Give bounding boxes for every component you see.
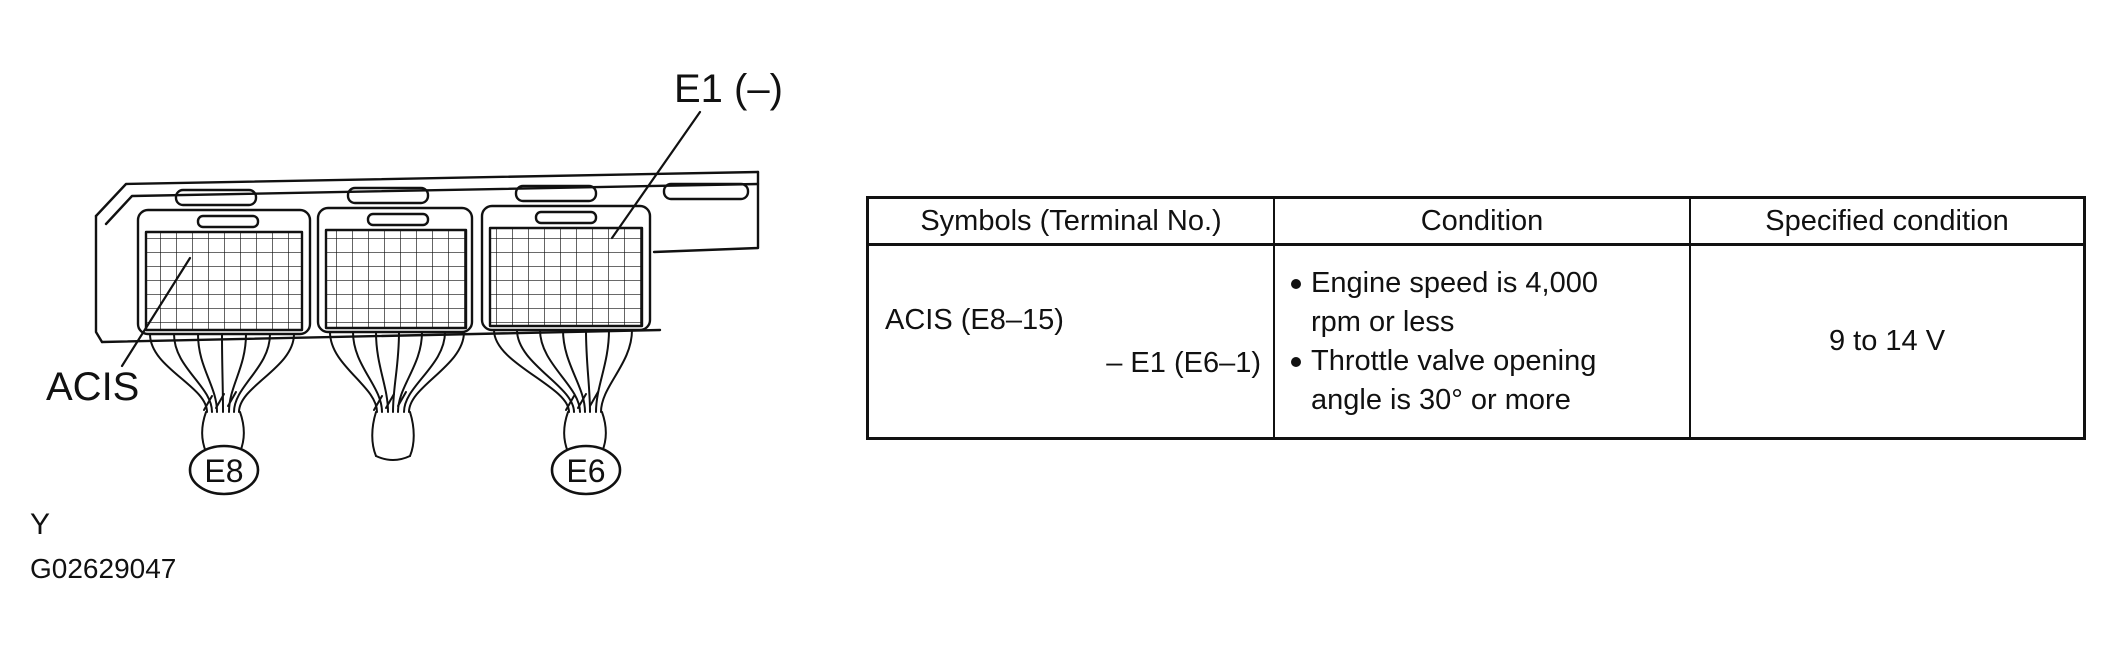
acis-label: ACIS (46, 365, 139, 409)
wire-bundle-e8 (149, 333, 295, 453)
condition-text: Throttle valve opening angle is 30° or m… (1311, 342, 1596, 420)
ecu-case (94, 170, 760, 344)
wire-bundle-e6 (493, 329, 633, 453)
condition-line: Throttle valve opening (1311, 344, 1597, 377)
connector-pin-grid-e6 (488, 226, 644, 328)
ecu-connector-figure: E1 (–) ACIS E8 E6 Y G02629047 (30, 67, 783, 584)
e1-leader-line (610, 110, 702, 240)
wire-bundle-middle (329, 331, 465, 461)
connector-lock-tab (196, 214, 260, 229)
figure-id: G02629047 (30, 553, 176, 584)
e6-label: E6 (566, 453, 605, 489)
connector-e6 (480, 204, 652, 332)
page-marker: Y (30, 508, 50, 541)
connector-pin-grid-e8 (144, 230, 304, 332)
acis-leader-line (120, 256, 192, 368)
cell-symbols: ACIS (E8–15) – E1 (E6–1) (869, 246, 1273, 437)
e8-oval (188, 444, 260, 496)
bullet-icon (1291, 278, 1301, 289)
condition-item: Engine speed is 4,000 rpm or less (1291, 264, 1689, 342)
col-header-symbols: Symbols (Terminal No.) (869, 199, 1273, 246)
symbols-line-2: – E1 (E6–1) (1106, 346, 1261, 379)
spec-table: Symbols (Terminal No.) Condition Specifi… (866, 196, 2086, 440)
col-header-specified: Specified condition (1689, 199, 2083, 246)
col-header-condition: Condition (1273, 199, 1689, 246)
case-slot (346, 186, 430, 205)
condition-item: Throttle valve opening angle is 30° or m… (1291, 342, 1689, 420)
cell-condition: Engine speed is 4,000 rpm or less Thrott… (1273, 246, 1689, 437)
condition-line: rpm or less (1311, 305, 1455, 338)
case-slot (662, 182, 750, 201)
connector-e8 (136, 208, 312, 336)
connector-middle (316, 206, 474, 334)
bullet-icon (1291, 356, 1301, 367)
connector-lock-tab (534, 210, 598, 225)
condition-line: Engine speed is 4,000 (1311, 266, 1598, 299)
case-slot (514, 184, 598, 203)
case-slot (174, 188, 258, 207)
condition-line: angle is 30° or more (1311, 383, 1571, 416)
e8-label: E8 (204, 453, 243, 489)
connector-lock-tab (366, 212, 430, 227)
symbols-line-1: ACIS (E8–15) (885, 303, 1064, 336)
cell-specified: 9 to 14 V (1689, 246, 2083, 437)
e1-label: E1 (–) (674, 67, 783, 111)
connector-pin-grid-middle (324, 228, 468, 330)
condition-text: Engine speed is 4,000 rpm or less (1311, 264, 1598, 342)
e6-oval (550, 444, 622, 496)
